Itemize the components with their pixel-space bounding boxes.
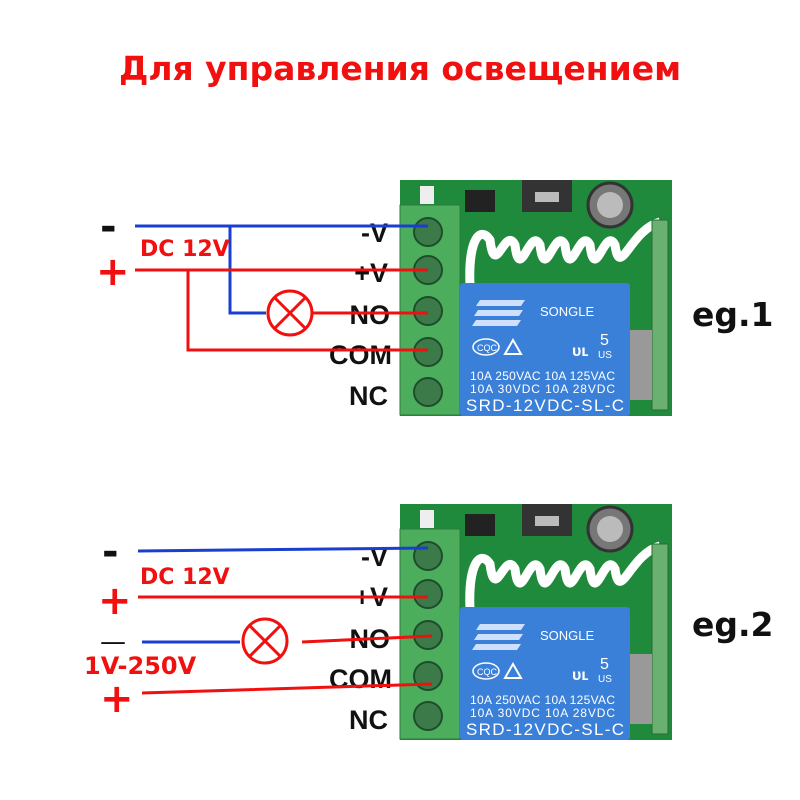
svg-text:COM: COM [329, 340, 392, 370]
load-supply-label: 1V-250V [84, 652, 197, 680]
cqc-mark: CQC [477, 667, 498, 677]
relay-markings-2: SONGLE CQC ᴜʟ 5 US 10A 250VAC 10A 125VAC… [466, 628, 624, 739]
load-minus-sign: — [100, 627, 126, 657]
wires-1 [135, 224, 428, 352]
ul-mark: ᴜʟ [572, 667, 589, 684]
lamp-icon [266, 289, 314, 337]
terminal-labels-1: -V +V NO COM NC [329, 218, 392, 411]
relay-rating-1: 10A 250VAC 10A 125VAC [470, 693, 615, 707]
wires-2 [137, 546, 433, 695]
svg-text:5: 5 [600, 656, 609, 673]
relay-rating-1: 10A 250VAC 10A 125VAC [470, 369, 615, 383]
positive-wire [138, 595, 433, 695]
terminal-labels-2: -V +V NO COM NC [329, 542, 392, 735]
example-2: SONGLE CQC ᴜʟ 5 US 10A 250VAC 10A 125VAC… [84, 504, 774, 740]
svg-text:NC: NC [349, 381, 388, 411]
relay-brand: SONGLE [540, 628, 595, 643]
svg-text:+V: +V [354, 258, 388, 288]
svg-text:-V: -V [361, 542, 388, 572]
svg-text:COM: COM [329, 664, 392, 694]
example-label-1: eg.1 [692, 295, 774, 334]
relay-markings-1: SONGLE CQC ᴜʟ 5 US 10A 250VAC 10A 125VAC… [466, 304, 624, 415]
svg-text:US: US [598, 674, 612, 685]
supply-label: DC 12V [140, 237, 230, 262]
cqc-mark: CQC [477, 343, 498, 353]
relay-rating-2: 10A 30VDC 10A 28VDC [470, 382, 615, 396]
svg-text:-V: -V [361, 218, 388, 248]
example-label-2: eg.2 [692, 605, 774, 644]
svg-text:US: US [598, 350, 612, 361]
svg-text:NC: NC [349, 705, 388, 735]
load-plus-sign: + [100, 676, 134, 722]
relay-model: SRD-12VDC-SL-C [466, 396, 624, 415]
svg-text:5: 5 [600, 332, 609, 349]
ul-mark: ᴜʟ [572, 343, 589, 360]
plus-sign: + [96, 249, 130, 295]
minus-sign: - [100, 204, 117, 250]
relay-brand: SONGLE [540, 304, 595, 319]
lamp-icon [241, 617, 289, 665]
relay-rating-2: 10A 30VDC 10A 28VDC [470, 706, 615, 720]
relay-model: SRD-12VDC-SL-C [466, 720, 624, 739]
minus-sign: - [102, 529, 119, 575]
page-title: Для управления освещением [119, 49, 681, 88]
positive-wire [135, 268, 428, 352]
supply-label: DC 12V [140, 565, 230, 590]
svg-text:NO: NO [350, 300, 391, 330]
example-1: SONGLE CQC ᴜʟ 5 US 10A 250VAC 10A 125VAC… [96, 180, 774, 416]
negative-wire [137, 546, 429, 644]
plus-sign: + [98, 578, 132, 624]
negative-wire [135, 224, 428, 315]
